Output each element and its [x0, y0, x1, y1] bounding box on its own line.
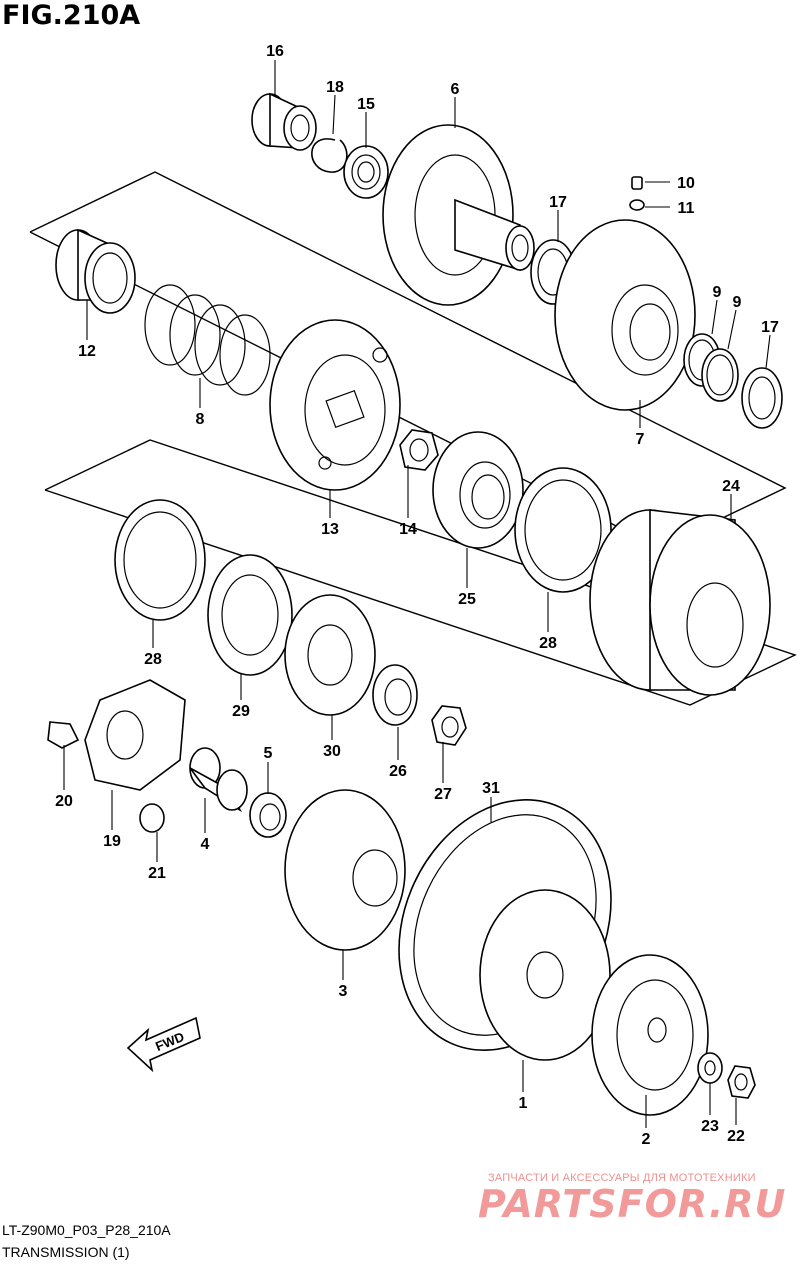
- callout-13: 13: [321, 521, 339, 538]
- part-18-circlip: [311, 138, 348, 173]
- callout-20: 20: [55, 793, 73, 810]
- part-12-spring-seat: [55, 228, 136, 314]
- callout-29: 29: [232, 703, 250, 720]
- part-14-nut: [399, 429, 439, 471]
- part-23-washer: [697, 1052, 723, 1084]
- callout-7: 7: [636, 431, 645, 448]
- leader-lines: [63, 60, 771, 1128]
- watermark-tagline: ЗАПЧАСТИ И АКСЕССУАРЫ ДЛЯ МОТОТЕХНИКИ: [488, 1172, 756, 1184]
- callout-5: 5: [264, 745, 273, 762]
- callout-15: 15: [357, 96, 375, 113]
- callout-4: 4: [201, 836, 210, 853]
- callout-16: 16: [266, 43, 284, 60]
- watermark-brand: PARTSFOR.RU: [478, 1182, 787, 1226]
- callout-9-right: 9: [733, 294, 742, 311]
- part-24-clutch-housing: [589, 509, 771, 696]
- part-3-movable-drive-face: [284, 789, 406, 951]
- part-11-roller: [629, 199, 645, 211]
- part-28-washer-a: [514, 467, 612, 593]
- callout-27: 27: [434, 786, 452, 803]
- figure-title: FIG.210A: [2, 0, 141, 31]
- callout-30: 30: [323, 743, 341, 760]
- part-7-fixed-sheave: [554, 219, 696, 411]
- callout-26: 26: [389, 763, 407, 780]
- callout-21: 21: [148, 865, 166, 882]
- callout-12: 12: [78, 343, 96, 360]
- part-28-washer-b: [114, 499, 206, 621]
- callout-6: 6: [451, 81, 460, 98]
- callout-3: 3: [339, 983, 348, 1000]
- part-20-clip: [47, 721, 80, 749]
- part-6-driven-sheave: [382, 124, 535, 306]
- fwd-arrow-icon: FWD: [126, 1016, 201, 1073]
- callout-11: 11: [678, 200, 695, 217]
- callout-25: 25: [458, 591, 476, 608]
- part-2-fan-drive-face: [591, 954, 709, 1116]
- callout-22: 22: [727, 1128, 745, 1145]
- callout-8: 8: [196, 411, 205, 428]
- part-1-drive-face: [479, 889, 611, 1061]
- part-15-bearing: [343, 145, 389, 199]
- callout-18: 18: [326, 79, 344, 96]
- part-19-ramp-plate: [84, 679, 186, 791]
- part-13-clutch-carrier: [269, 319, 401, 491]
- callout-28-left: 28: [144, 651, 162, 668]
- callout-14: 14: [399, 521, 417, 538]
- callout-23: 23: [701, 1118, 719, 1135]
- part-8-spring: [144, 284, 271, 396]
- part-27-nut: [431, 705, 467, 746]
- part-17-oil-seal-b: [741, 367, 783, 429]
- figure-code: LT-Z90M0_P03_P28_210A: [2, 1222, 171, 1238]
- callout-1: 1: [519, 1095, 528, 1112]
- part-16-needle-bearing: [251, 92, 317, 151]
- callout-10: 10: [677, 175, 695, 192]
- part-9-o-rings: [683, 333, 739, 402]
- part-25-bearing-plate: [432, 431, 524, 549]
- callout-28-right: 28: [539, 635, 557, 652]
- figure-name: TRANSMISSION (1): [2, 1244, 130, 1260]
- part-5-bushing: [249, 792, 287, 838]
- callout-9-left: 9: [713, 284, 722, 301]
- callout-17-upper: 17: [549, 194, 567, 211]
- part-30-drive-plate: [284, 594, 376, 716]
- lower-assembly-frame: [44, 439, 797, 706]
- callout-2: 2: [642, 1131, 651, 1148]
- part-29-lock-plate: [207, 554, 293, 676]
- part-21-slide-piece: [139, 803, 165, 833]
- part-10-pin: [631, 176, 643, 190]
- callout-19: 19: [103, 833, 121, 850]
- callout-24: 24: [722, 478, 740, 495]
- callout-17-right: 17: [761, 319, 779, 336]
- part-4-sleeve: [189, 747, 248, 813]
- upper-assembly-frame: [29, 171, 787, 549]
- part-26-bushing: [372, 664, 418, 726]
- callout-31: 31: [482, 780, 500, 797]
- part-22-nut: [727, 1065, 756, 1099]
